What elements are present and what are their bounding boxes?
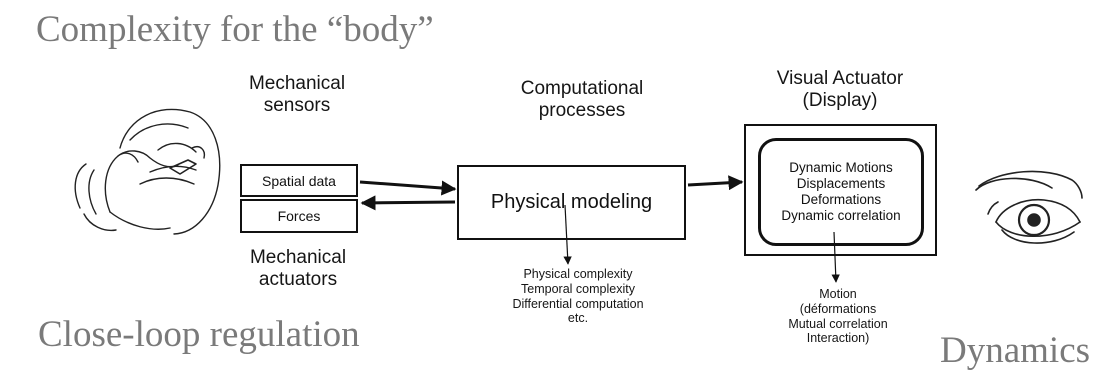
computation-note: Differential computation — [512, 296, 644, 311]
computational-processes-title: Computational processes — [520, 78, 644, 121]
arrow-display-to-notes — [831, 231, 840, 283]
display-note: Mutual correlation — [788, 316, 888, 331]
display-line: Displacements — [796, 175, 886, 191]
display-line: Deformations — [800, 192, 882, 207]
display-note: (déformations — [799, 301, 877, 316]
physical-modeling-label: Physical modeling — [490, 191, 653, 213]
display-notes: Motion (déformations Mutual correlation … — [768, 287, 908, 346]
display-line: Dynamic Motions — [789, 159, 893, 175]
forces-box: Forces — [240, 199, 358, 233]
computation-note: Temporal complexity — [521, 281, 635, 296]
physical-modeling-box: Physical modeling — [457, 165, 686, 240]
forces-label: Forces — [277, 208, 321, 224]
hand-holding-device-icon — [74, 108, 221, 235]
visual-actuator-title: Visual Actuator (Display) — [776, 68, 904, 111]
display-outer-box — [744, 124, 937, 256]
arrow-modeling-to-display — [687, 175, 744, 191]
arrow-spatial-to-modeling — [359, 180, 457, 196]
spatial-data-label: Spatial data — [262, 172, 336, 189]
heading-complexity: Complexity for the “body” — [36, 9, 434, 50]
display-line: Dynamic correlation — [781, 208, 901, 224]
display-note: Interaction) — [806, 331, 870, 346]
mechanical-sensors-title: Mechanical sensors — [248, 73, 346, 116]
spatial-data-box: Spatial data — [240, 164, 358, 197]
computation-note: etc. — [567, 311, 589, 326]
arrow-modeling-to-forces — [360, 195, 456, 211]
heading-dynamics: Dynamics — [940, 330, 1091, 371]
display-inner-box: Dynamic Motions Displacements Deformatio… — [758, 138, 924, 246]
computation-notes: Physical complexity Temporal complexity … — [488, 267, 668, 326]
heading-close-loop: Close-loop regulation — [38, 314, 360, 355]
mechanical-actuators-title: Mechanical actuators — [249, 247, 347, 290]
arrow-modeling-to-notes — [563, 204, 572, 265]
computation-note: Physical complexity — [523, 267, 633, 281]
display-note: Motion — [819, 287, 857, 301]
eye-icon — [975, 170, 1083, 244]
